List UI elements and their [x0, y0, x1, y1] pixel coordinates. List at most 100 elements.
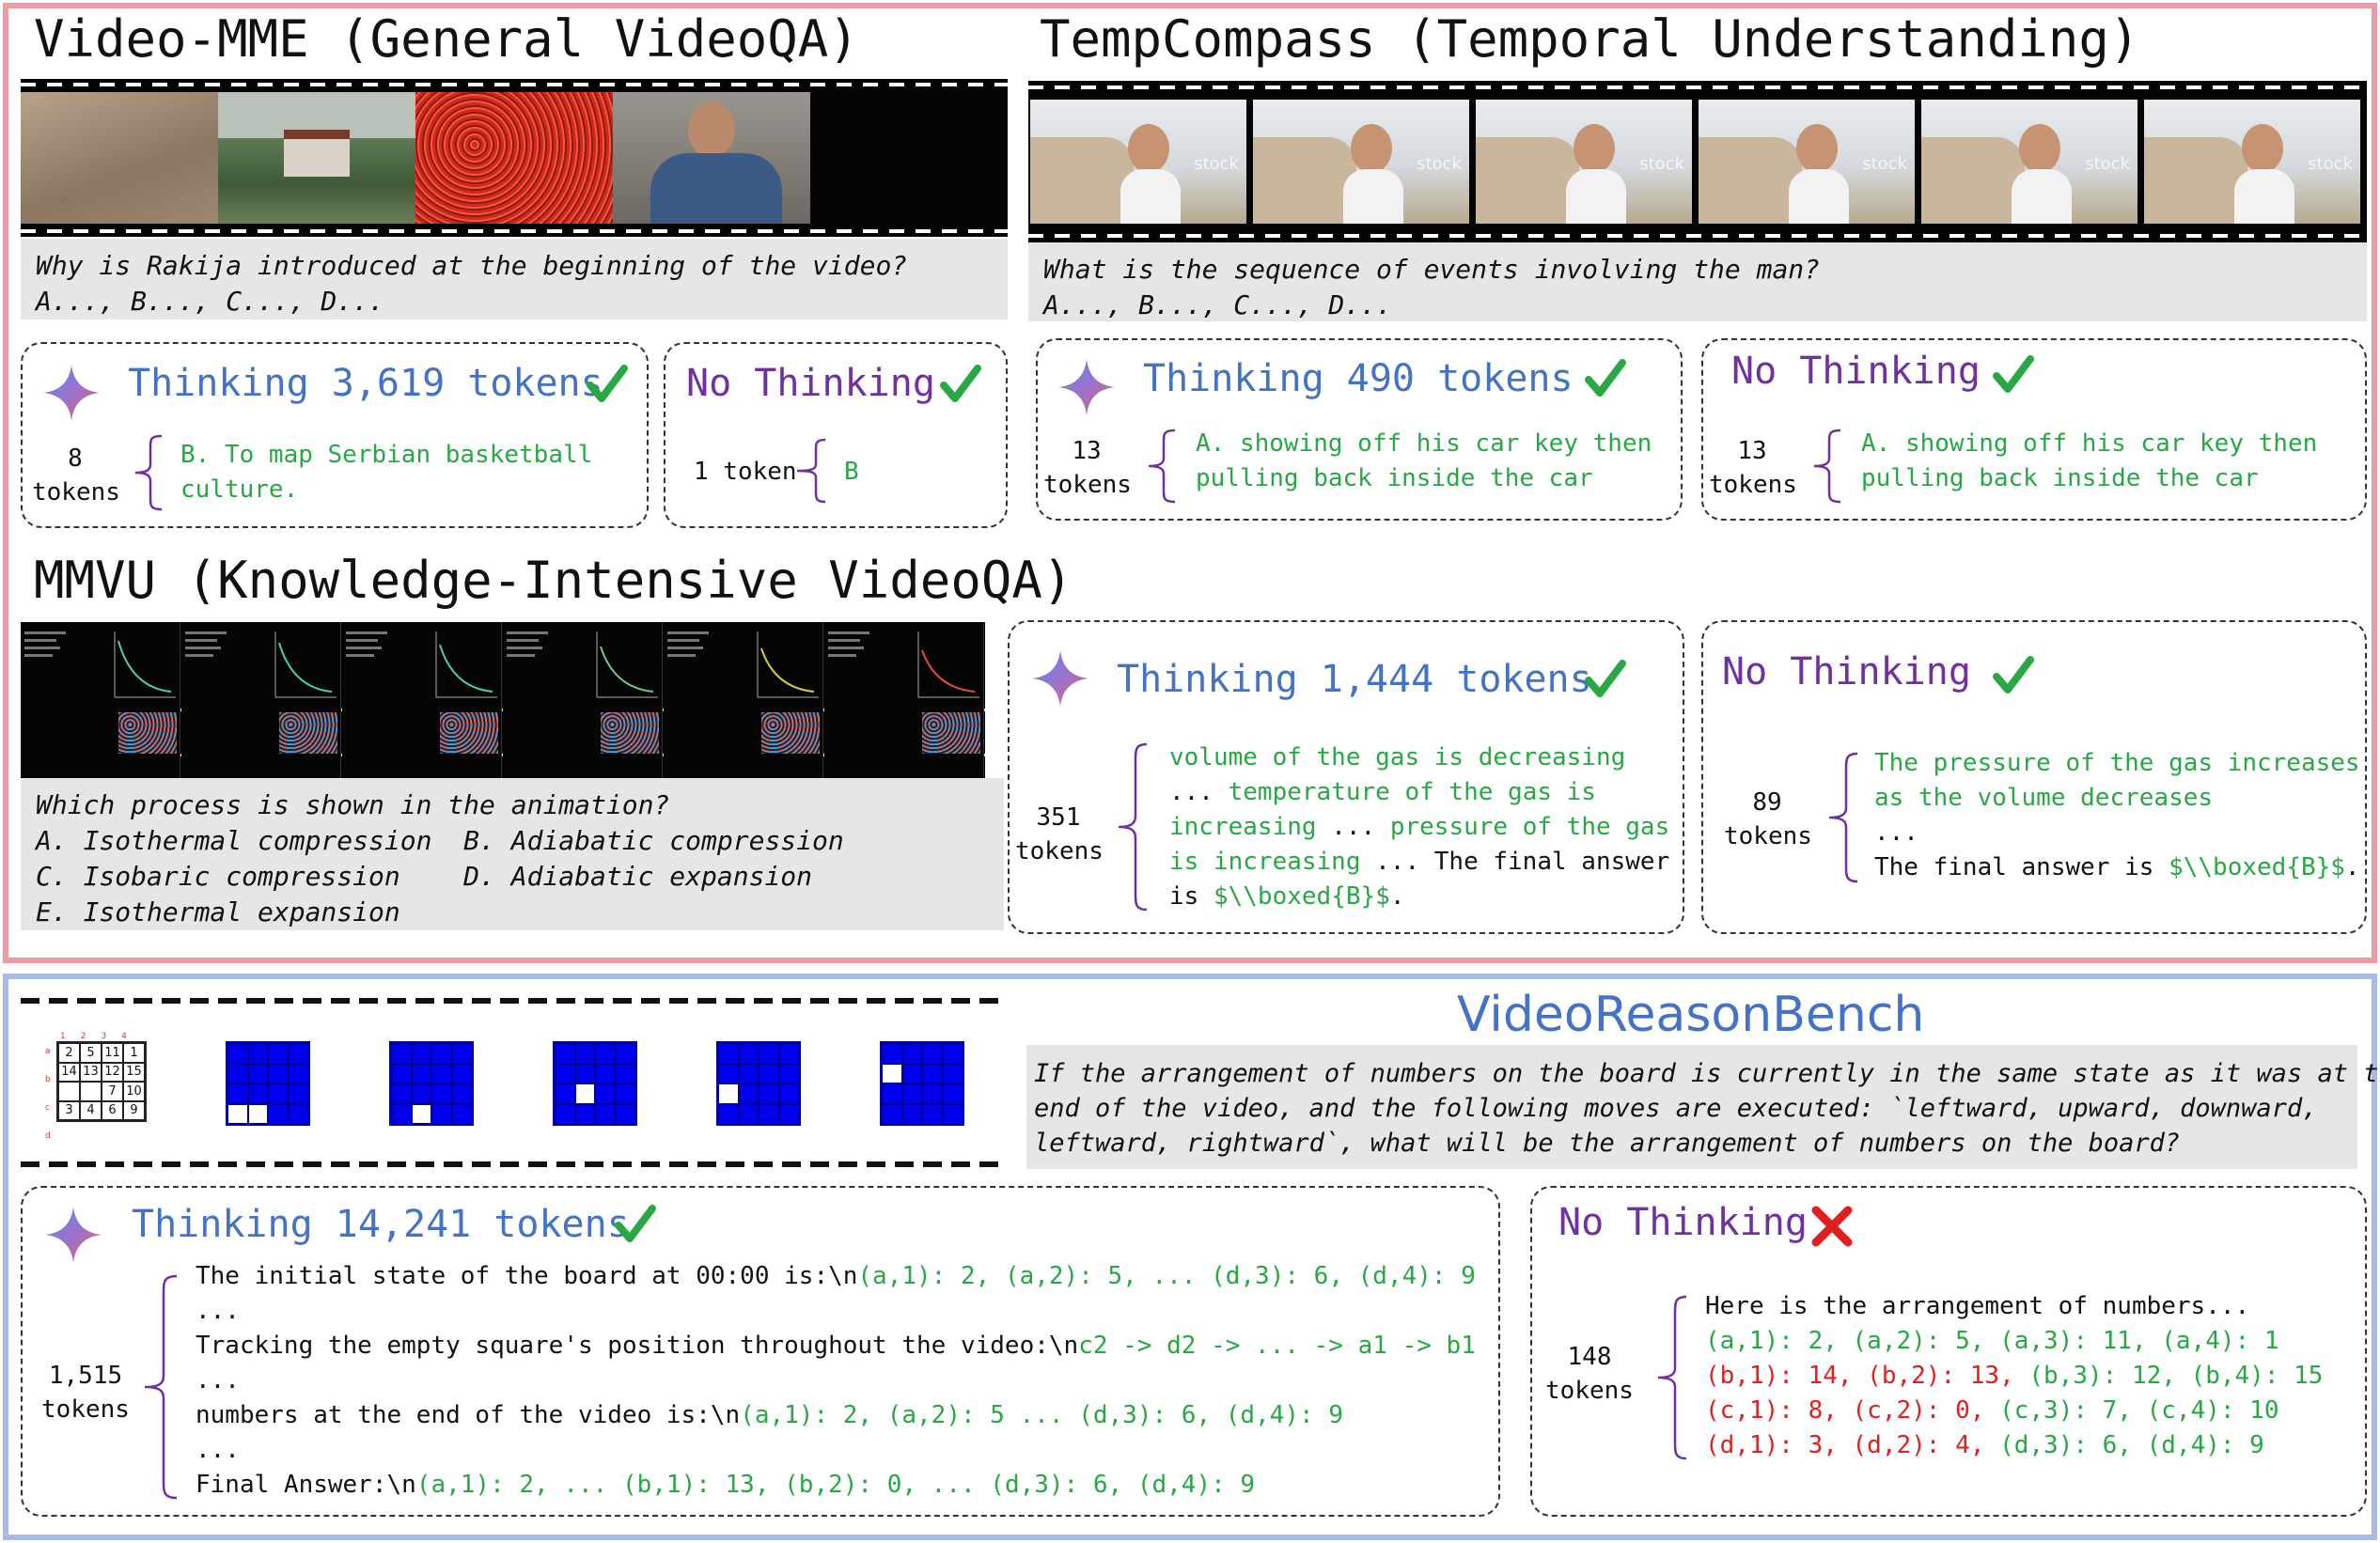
board-cell: [901, 1083, 922, 1104]
video-frame-crowd: [415, 92, 613, 224]
answer-segment: The pressure of the gas increases: [1874, 749, 2360, 777]
video-frame-car: stock: [1030, 100, 1246, 224]
video-frame-car: stock: [1253, 100, 1469, 224]
answer-segment: The final answer is: [1874, 853, 2169, 881]
vrb-no-thinking-tokens: 148 tokens: [1545, 1343, 1634, 1405]
board-axis-rows: a b c d: [45, 1047, 51, 1141]
answer-line: Tracking the empty square's position thr…: [196, 1329, 1476, 1364]
board-cell: [411, 1103, 431, 1124]
gemini-star-icon: [1032, 650, 1088, 707]
answer-segment: (b,1): 14, (b,2): 13,: [1705, 1362, 2029, 1390]
board-cell: [718, 1083, 739, 1104]
board-cell: [247, 1063, 268, 1083]
answer-segment: is increasing: [1169, 848, 1361, 876]
board-cell: [247, 1083, 268, 1104]
board-cell: [738, 1083, 759, 1104]
board-cell: [574, 1063, 595, 1083]
mmvu-no-thinking-box: [1701, 620, 2367, 934]
video-frame-car: stock: [2144, 100, 2360, 224]
mmvu-thinking-box: [1008, 620, 1684, 934]
checkmark-icon: [1993, 355, 2034, 393]
tempcompass-question: What is the sequence of events involving…: [1028, 242, 2367, 321]
board-cell: [759, 1083, 779, 1104]
answer-segment: volume of the gas is decreasing: [1169, 743, 1626, 772]
bottom-panel: [3, 974, 2377, 1540]
board-cell: [288, 1083, 308, 1104]
answer-line: (a,1): 2, (a,2): 5, (a,3): 11, (a,4): 1: [1705, 1324, 2323, 1359]
brace-icon: [1828, 752, 1858, 883]
watermark-text: stock: [2308, 154, 2353, 174]
answer-line: Here is the arrangement of numbers...: [1705, 1289, 2323, 1324]
tempcompass-thinking-tokens: 13 tokens: [1043, 437, 1132, 499]
answer-line: ... temperature of the gas is: [1169, 775, 1669, 810]
board-cell: [922, 1083, 943, 1104]
board-cell: [718, 1043, 739, 1064]
brace-icon: [144, 1274, 178, 1500]
gemini-star-icon: [1058, 359, 1115, 415]
board-cell: [227, 1083, 248, 1104]
board-cell: 13: [80, 1062, 102, 1082]
answer-line: (d,1): 3, (d,2): 4, (d,3): 6, (d,4): 9: [1705, 1428, 2323, 1463]
tempcompass-title: TempCompass (Temporal Understanding): [1040, 9, 2140, 69]
watermark-text: stock: [1639, 154, 1684, 174]
mmvu-title: MMVU (Knowledge-Intensive VideoQA): [34, 551, 1073, 610]
videoreasonbench-question: If the arrangement of numbers on the boa…: [1026, 1045, 2380, 1169]
board-cell: [922, 1043, 943, 1064]
board-cell: 2: [58, 1043, 80, 1063]
board-cell: 9: [123, 1100, 145, 1120]
answer-segment: (d,3): 6, (d,4): 9: [1999, 1431, 2264, 1459]
answer-segment: (b,3): 12, (b,4): 15: [2028, 1362, 2324, 1390]
board-cell: [247, 1103, 268, 1124]
video-frame-car: stock: [1476, 100, 1692, 224]
brace-icon: [796, 438, 826, 504]
brace-icon: [1118, 742, 1148, 912]
board-cell: [431, 1043, 452, 1064]
board-cell: 3: [58, 1100, 80, 1120]
vrb-thinking-box: [21, 1186, 1500, 1517]
answer-line: The initial state of the board at 00:00 …: [196, 1259, 1476, 1294]
board-cell: [411, 1063, 431, 1083]
tempcompass-thinking-label: Thinking 490 tokens: [1143, 357, 1574, 400]
board-cell: [288, 1043, 308, 1064]
board-cell: [431, 1083, 452, 1104]
answer-segment: Here is the arrangement of numbers...: [1705, 1292, 2250, 1320]
board-cell: [451, 1043, 472, 1064]
board-cell: [391, 1083, 412, 1104]
vrb-no-thinking-box: [1530, 1186, 2367, 1517]
brace-icon: [1657, 1295, 1687, 1460]
mmvu-thinking-label: Thinking 1,444 tokens: [1117, 658, 1592, 701]
board-cell: [901, 1103, 922, 1124]
answer-line: The pressure of the gas increases: [1874, 746, 2360, 781]
board-cell: [574, 1083, 595, 1104]
brace-icon: [1813, 429, 1841, 504]
board-cell: [391, 1063, 412, 1083]
board-frame: [553, 1041, 637, 1126]
mmvu-thinking-answer: volume of the gas is decreasing ... tempe…: [1169, 740, 1669, 914]
simulation-frame: [181, 622, 341, 778]
answer-line: is increasing ... The final answer: [1169, 845, 1669, 880]
answer-segment: Final Answer:\n: [196, 1471, 416, 1499]
board-cell: [922, 1063, 943, 1083]
answer-segment: (a,1): 2, ... (b,1): 13, (b,2): 0, ... (…: [415, 1471, 1256, 1499]
brace-icon: [1148, 429, 1176, 504]
vrb-thinking-tokens: 1,515 tokens: [41, 1362, 130, 1424]
answer-line: ...: [196, 1294, 1476, 1329]
board-cell: [595, 1103, 616, 1124]
answer-line: increasing ... pressure of the gas: [1169, 810, 1669, 845]
board-cell: [942, 1043, 963, 1064]
vrb-no-thinking-label: No Thinking: [1558, 1201, 1808, 1244]
answer-line: Final Answer:\n(a,1): 2, ... (b,1): 13, …: [196, 1468, 1476, 1503]
answer-segment: Tracking the empty square's position thr…: [196, 1332, 1079, 1360]
board-cell: [759, 1103, 779, 1124]
board-cell: [227, 1043, 248, 1064]
simulation-frame: [664, 622, 823, 778]
video-mme-no-thinking-box: [664, 342, 1008, 528]
board-cell: [227, 1103, 248, 1124]
board-cell: [778, 1083, 799, 1104]
board-cell: [451, 1083, 472, 1104]
answer-segment: ...: [196, 1297, 240, 1325]
board-cell: 7: [102, 1082, 123, 1101]
board-cell: [247, 1043, 268, 1064]
brace-icon: [134, 434, 163, 511]
video-mme-title: Video-MME (General VideoQA): [34, 9, 859, 69]
